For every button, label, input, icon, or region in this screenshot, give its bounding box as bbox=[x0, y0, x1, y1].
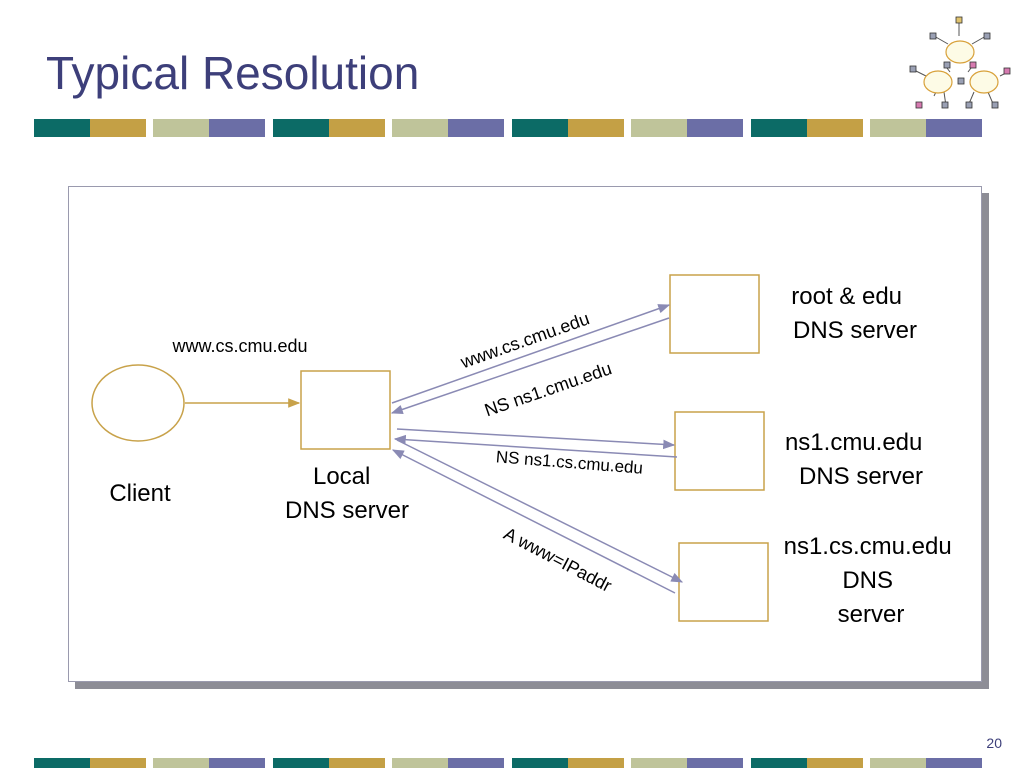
stripe-segment bbox=[273, 119, 329, 137]
network-clouds-icon bbox=[909, 16, 1011, 109]
stripe-segment bbox=[870, 758, 926, 768]
stripe-segment bbox=[807, 758, 863, 768]
stripe-segment bbox=[870, 119, 926, 137]
cmu-dns-label: ns1.cmu.edu DNS server bbox=[785, 429, 929, 490]
stripe-segment bbox=[392, 758, 448, 768]
stripe-segment bbox=[751, 758, 807, 768]
cmu-reply-label: NS ns1.cs.cmu.edu bbox=[495, 447, 643, 478]
stripe-segment bbox=[448, 758, 504, 768]
stripe-segment bbox=[209, 758, 265, 768]
root-label-line-2: DNS server bbox=[793, 317, 917, 344]
client-label: Client bbox=[109, 480, 171, 507]
cmu-dns-box bbox=[674, 411, 765, 491]
stripe-segment bbox=[568, 119, 624, 137]
cs-label-line-3: server bbox=[838, 601, 905, 628]
stripe-segment bbox=[751, 119, 807, 137]
local-label-line-1: Local bbox=[313, 463, 370, 490]
root-reply-label: NS ns1.cmu.edu bbox=[482, 358, 614, 420]
local-dns-box bbox=[300, 370, 391, 450]
cs-label-line-2: DNS bbox=[842, 567, 893, 594]
slide-number: 20 bbox=[986, 735, 1002, 751]
stripe-segment bbox=[687, 758, 743, 768]
cs-label-line-1: ns1.cs.cmu.edu bbox=[784, 533, 952, 560]
cs-dns-label: ns1.cs.cmu.edu DNS server bbox=[784, 533, 959, 628]
root-query-label: www.cs.cmu.edu bbox=[457, 308, 592, 372]
root-query-arrow bbox=[391, 304, 671, 404]
diagram-panel bbox=[68, 186, 982, 682]
cs-dns-box bbox=[678, 542, 769, 622]
cmu-query-arrow bbox=[396, 428, 676, 450]
stripe-segment bbox=[807, 119, 863, 137]
cmu-reply-arrow bbox=[393, 434, 678, 458]
root-reply-arrow bbox=[390, 317, 670, 415]
client-query-label: www.cs.cmu.edu bbox=[171, 336, 307, 356]
stripe-segment bbox=[153, 119, 209, 137]
stripe-segment bbox=[512, 119, 568, 137]
stripe-segment bbox=[329, 119, 385, 137]
client-node bbox=[91, 364, 185, 442]
stripe-segment bbox=[329, 758, 385, 768]
stripe-segment bbox=[568, 758, 624, 768]
stripe-segment bbox=[209, 119, 265, 137]
stripe-segment bbox=[926, 119, 982, 137]
cmu-label-line-1: ns1.cmu.edu bbox=[785, 429, 922, 456]
stripe-segment bbox=[512, 758, 568, 768]
root-label-line-1: root & edu bbox=[791, 283, 902, 310]
root-dns-box bbox=[669, 274, 760, 354]
stripe-segment bbox=[926, 758, 982, 768]
top-stripe bbox=[0, 119, 1024, 137]
slide-title: Typical Resolution bbox=[46, 47, 420, 99]
stripe-segment bbox=[631, 119, 687, 137]
cmu-label-line-2: DNS server bbox=[799, 463, 923, 490]
stripe-segment bbox=[687, 119, 743, 137]
local-label-line-2: DNS server bbox=[285, 497, 409, 524]
stripe-segment bbox=[273, 758, 329, 768]
stripe-segment bbox=[448, 119, 504, 137]
bottom-stripe bbox=[0, 758, 1024, 768]
local-dns-label: Local DNS server bbox=[285, 463, 409, 524]
stripe-segment bbox=[90, 758, 146, 768]
stripe-segment bbox=[631, 758, 687, 768]
cs-query-arrow bbox=[396, 439, 684, 583]
root-dns-label: root & edu DNS server bbox=[791, 283, 917, 344]
cs-reply-arrow bbox=[391, 449, 676, 594]
stripe-segment bbox=[34, 119, 90, 137]
stripe-segment bbox=[90, 119, 146, 137]
stripe-segment bbox=[34, 758, 90, 768]
stripe-segment bbox=[392, 119, 448, 137]
stripe-segment bbox=[153, 758, 209, 768]
